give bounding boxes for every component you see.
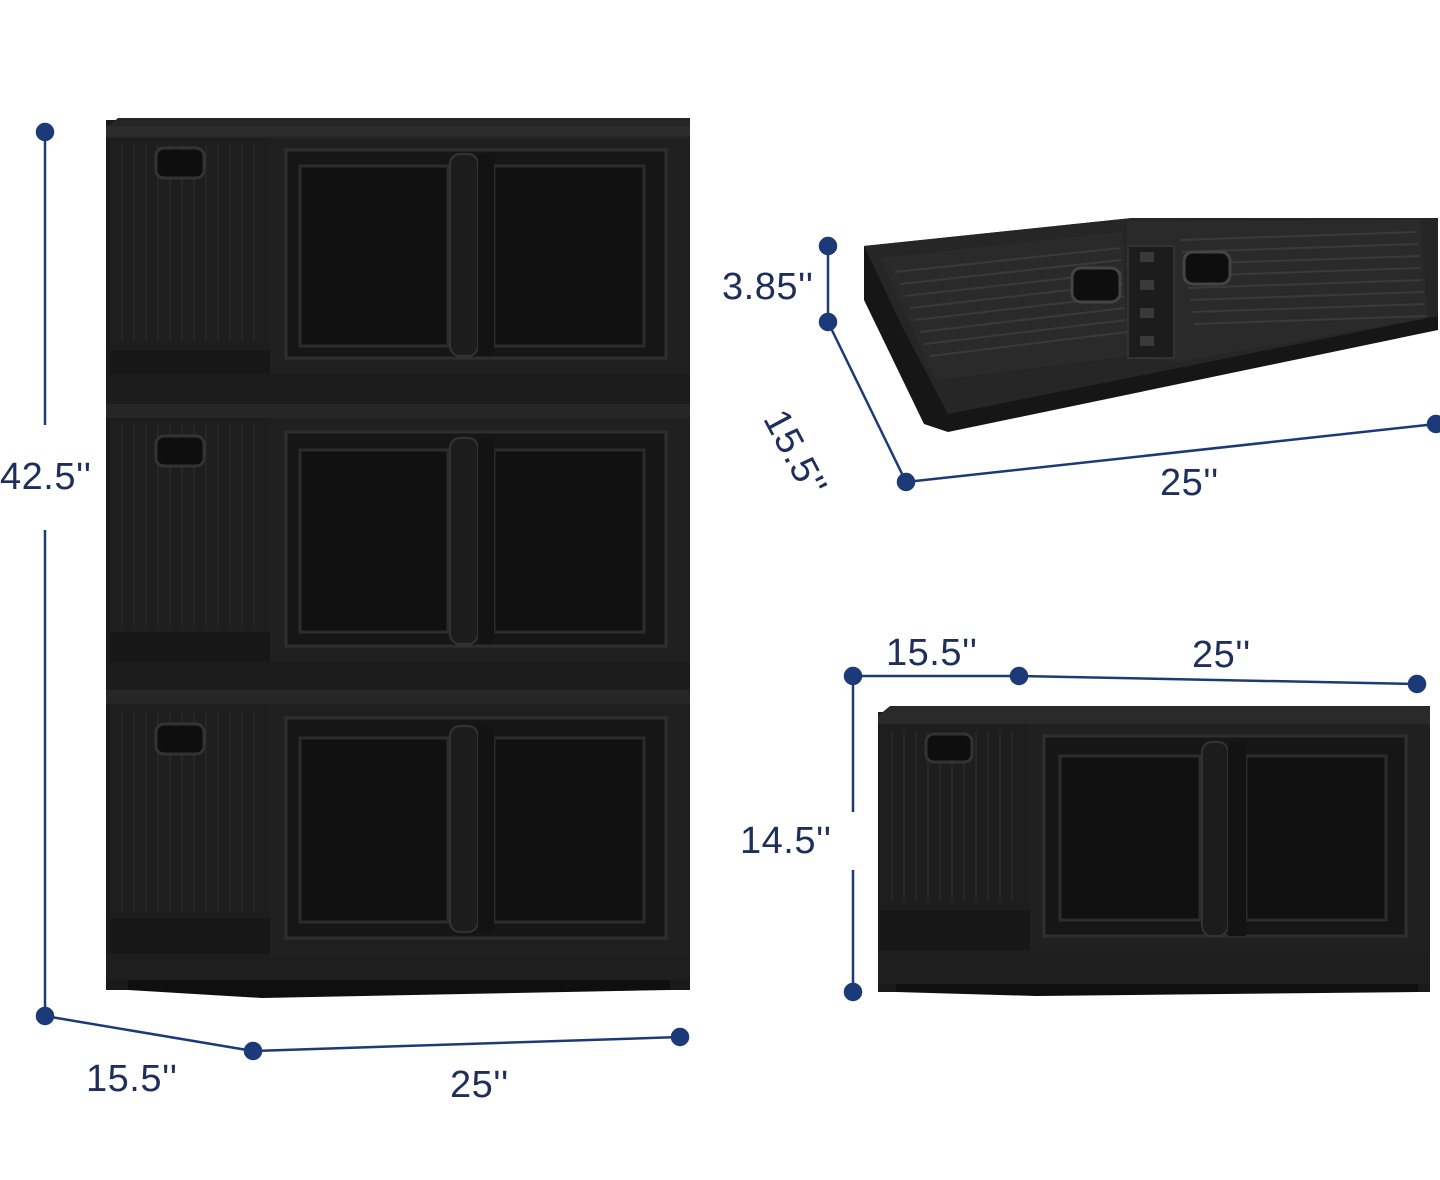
- single-width-dimension: [1018, 674, 1427, 694]
- single-width-label: 25'': [1192, 634, 1251, 676]
- storage-box-tier-1: [106, 138, 690, 410]
- door-right: [1244, 754, 1388, 922]
- stacked-depth-dimension: [44, 1014, 263, 1061]
- door-right: [492, 164, 646, 348]
- door-left: [298, 164, 450, 348]
- single-height-label: 14.5'': [740, 820, 832, 862]
- side-handle: [154, 434, 206, 468]
- door-right: [492, 736, 646, 924]
- handle-cutout: [1070, 266, 1122, 304]
- side-handle: [154, 722, 206, 756]
- side-handle: [924, 732, 974, 764]
- storage-box-tier-2: [106, 404, 690, 696]
- folded-height-dimension: [818, 236, 838, 332]
- handle-cutout: [1182, 250, 1232, 286]
- single-height-dimension: [843, 676, 863, 1002]
- stacked-height-label: 42.5'': [0, 456, 92, 498]
- storage-box-tier-3: [106, 690, 690, 998]
- side-ribbing: [121, 712, 255, 912]
- stacked-width-label: 25'': [450, 1064, 509, 1106]
- door-left: [298, 448, 450, 634]
- door-right: [492, 448, 646, 634]
- folded-width-dimension: [905, 414, 1440, 484]
- door-latch: [449, 437, 479, 645]
- door-latch: [449, 153, 479, 357]
- side-handle: [154, 146, 206, 180]
- stacked-height-dimension: [35, 122, 55, 1026]
- folded-storage-unit: [864, 218, 1438, 432]
- single-storage-unit: [878, 706, 1430, 996]
- folded-width-label: 25'': [1160, 462, 1219, 504]
- single-depth-label: 15.5'': [886, 632, 978, 674]
- door-latch: [449, 725, 479, 933]
- stacked-storage-unit: [106, 118, 690, 998]
- stacked-width-dimension: [252, 1027, 690, 1053]
- folded-height-label: 3.85'': [722, 266, 814, 308]
- door-latch: [1201, 741, 1229, 937]
- stacked-depth-label: 15.5'': [86, 1058, 178, 1100]
- door-left: [298, 736, 450, 924]
- door-left: [1058, 754, 1202, 922]
- single-depth-dimension: [843, 666, 1029, 686]
- base: [128, 980, 670, 998]
- base: [896, 984, 1418, 996]
